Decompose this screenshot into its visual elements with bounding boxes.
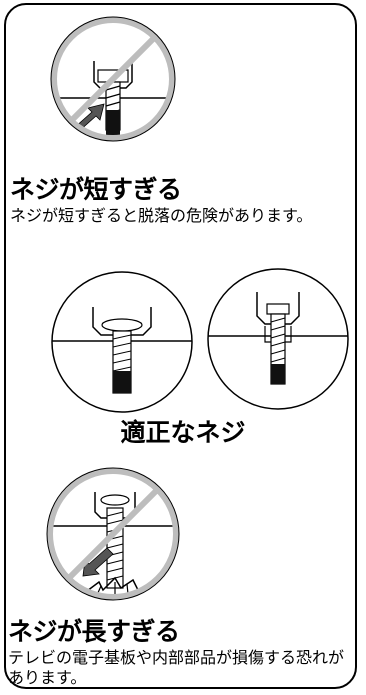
short-screw-illustration xyxy=(50,16,176,142)
arrow-icon xyxy=(82,547,114,577)
instruction-panel xyxy=(4,3,357,689)
screw-icon xyxy=(105,81,121,139)
proper-screw-illustration-front xyxy=(51,271,193,413)
prohibition-icon xyxy=(50,16,176,142)
long-screw-heading: ネジが長すぎる xyxy=(8,617,180,646)
proper-screw-illustration-side xyxy=(207,268,349,410)
short-screw-heading: ネジが短すぎる xyxy=(10,175,182,204)
screw-icon xyxy=(112,330,132,394)
screw-icon xyxy=(270,313,286,385)
screw-icon xyxy=(106,507,124,589)
short-screw-description: ネジが短すぎると脱落の危険があります。 xyxy=(10,206,313,225)
prohibition-icon xyxy=(46,467,180,601)
proper-screw-heading: 適正なネジ xyxy=(120,418,246,447)
long-screw-illustration xyxy=(46,467,180,601)
long-screw-description: テレビの電子基板や内部部品が損傷する恐れがあります。 xyxy=(8,648,345,687)
